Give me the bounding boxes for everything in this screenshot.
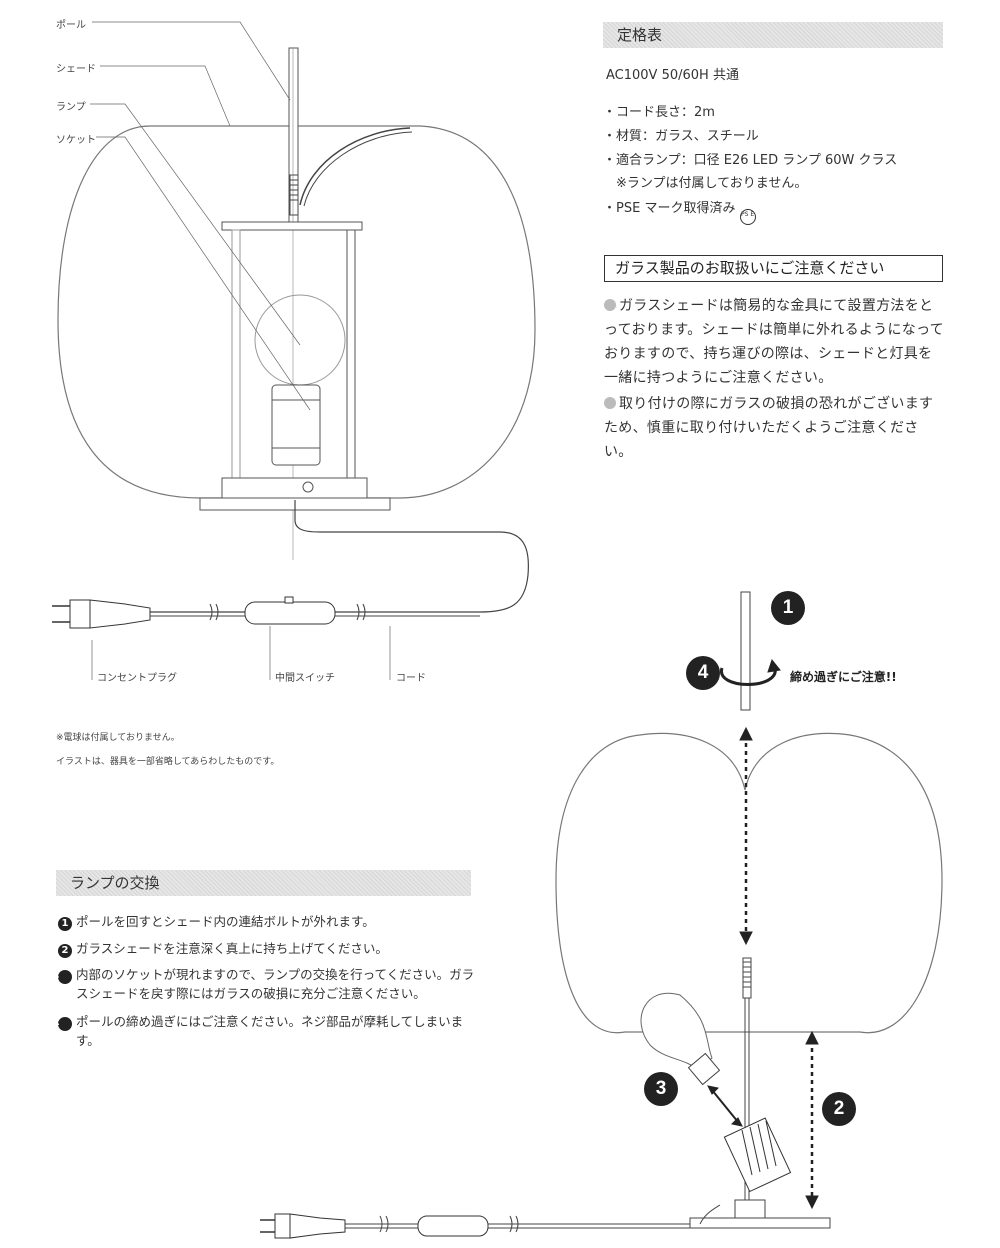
label-cord: コード [396,673,426,684]
exchange-step: 3 内部のソケットが現れますので、ランプの交換を行ってください。ガラスシェードを戻… [53,965,478,1003]
exchange-step: 1 ポールを回すとシェード内の連結ボルトが外れます。 [58,912,478,931]
spec-item-pse: ・PSE マーク取得済み PS E [603,197,756,225]
caution-text: ガラスシェードは簡易的な金具にて設置方法をとっております。シェードは簡単に外れる… [604,298,944,386]
label-lamp: ランプ [56,102,86,113]
spec-item-pse-text: ・PSE マーク取得済み [603,201,736,216]
label-shade: シェード [56,64,96,75]
step-number: 3 [53,970,72,984]
step-text: ポールを回すとシェード内の連結ボルトが外れます。 [76,914,375,929]
exchange-step: 4 ポールの締め過ぎにはご注意ください。ネジ部品が摩耗してしまいます。 [53,1012,478,1050]
spec-item: ・適合ランプ：口径 E26 LED ランプ 60W クラス [603,153,898,168]
glass-caution-heading: ガラス製品のお取扱いにご注意ください [604,255,943,282]
marker-3: 3 [644,1072,678,1106]
caution-paragraph: ガラスシェードは簡易的な金具にて設置方法をとっております。シェードは簡単に外れる… [604,294,946,390]
lamp-exchange-heading: ランプの交換 [56,870,471,896]
bullet-icon [604,299,616,311]
marker-1: 1 [771,591,805,625]
bullet-icon [604,397,616,409]
spec-item: ・材質：ガラス、スチール [603,129,759,144]
marker-2: 2 [822,1092,856,1126]
note-illustration: イラストは、器具を一部省略してあらわしたものです。 [56,757,280,767]
spec-item: ・コード長さ：2m [603,105,715,120]
spec-item: ※ランプは付属しておりません。 [603,176,808,191]
caution-text: 取り付けの際にガラスの破損の恐れがございますため、慎重に取り付けいただくようご注… [604,396,934,460]
step-text: ガラスシェードを注意深く真上に持ち上げてください。 [76,941,388,956]
marker-4: 4 [686,656,720,690]
label-pole: ポール [56,20,86,31]
note-bulb-not-included: ※電球は付属しておりません。 [56,733,180,743]
caution-paragraph: 取り付けの際にガラスの破損の恐れがございますため、慎重に取り付けいただくようご注… [604,392,946,464]
overtighten-warning: 締め過ぎにご注意!! [790,670,897,684]
step-number: 4 [53,1017,72,1031]
label-plug: コンセントプラグ [97,673,177,684]
spec-heading: 定格表 [603,22,943,48]
label-socket: ソケット [56,135,96,146]
step-text: 内部のソケットが現れますので、ランプの交換を行ってください。ガラスシェードを戻す… [76,967,475,1001]
step-text: ポールの締め過ぎにはご注意ください。ネジ部品が摩耗してしまいます。 [76,1014,464,1048]
label-switch: 中間スイッチ [275,673,335,684]
step-number: 1 [58,917,72,931]
exchange-step: 2 ガラスシェードを注意深く真上に持ち上げてください。 [58,939,478,958]
pse-mark-icon: PS E [739,209,756,225]
spec-power: AC100V 50/60H 共通 [606,68,739,83]
step-number: 2 [58,944,72,958]
